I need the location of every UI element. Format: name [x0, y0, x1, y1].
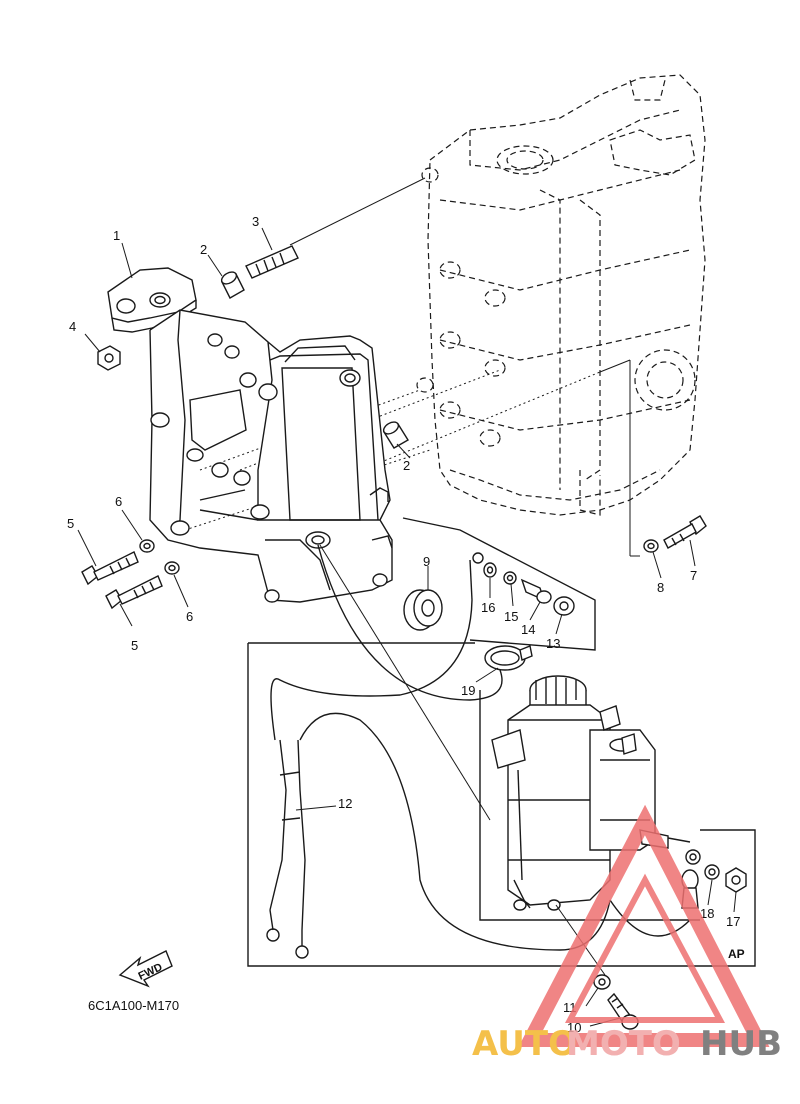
- callout-12: 12: [338, 796, 352, 811]
- callout-10: 10: [567, 1020, 581, 1035]
- upper-mount-bracket: [107, 267, 197, 333]
- callout-6-lower: 6: [186, 609, 193, 624]
- callout-leaders: [77, 227, 737, 1027]
- inset-frame-upper: [402, 517, 596, 651]
- washer-6-upper: [139, 539, 155, 553]
- bolt-5-upper: [81, 551, 139, 586]
- watermark-triangle: [518, 804, 770, 1047]
- washer-18-pair: [685, 849, 720, 880]
- guide-lines: [184, 177, 640, 557]
- bolt-7: [663, 515, 707, 549]
- watermark-moto: MOTO: [566, 1024, 681, 1064]
- callout-2-upper: 2: [200, 242, 207, 257]
- callout-4: 4: [69, 319, 76, 334]
- starter-motor: [491, 675, 691, 911]
- engine-block-dashed: [416, 74, 706, 516]
- watermark-auto: AUTO: [472, 1024, 577, 1064]
- washer-6-lower: [164, 561, 180, 575]
- callout-5-lower: 5: [131, 638, 138, 653]
- washer-11: [593, 974, 611, 990]
- washer-15: [503, 571, 517, 585]
- grommet-13: [553, 596, 575, 616]
- callout-19: 19: [461, 683, 475, 698]
- callout-9: 9: [423, 554, 430, 569]
- callout-15: 15: [504, 609, 518, 624]
- callout-13: 13: [546, 636, 560, 651]
- grommet-9: [403, 589, 443, 631]
- bolt-5-lower: [105, 575, 163, 610]
- callout-14: 14: [521, 622, 535, 637]
- callout-1: 1: [113, 228, 120, 243]
- clamp-19: [484, 645, 533, 671]
- stud-bolt-3: [245, 245, 299, 279]
- fwd-arrow: FWD: [118, 950, 173, 988]
- callout-16: 16: [481, 600, 495, 615]
- bolt-14: [520, 578, 552, 604]
- callout-6-upper: 6: [115, 494, 122, 509]
- inset-frame-main: [247, 642, 756, 967]
- nut-17: [725, 867, 747, 893]
- callout-18: 18: [700, 906, 714, 921]
- washer-16: [483, 562, 497, 578]
- collar-2-upper: [220, 271, 245, 299]
- nut-4: [97, 345, 121, 371]
- watermark-hub: HUB: [700, 1024, 782, 1064]
- main-bracket-plate: [149, 309, 393, 603]
- callout-5-upper: 5: [67, 516, 74, 531]
- callout-numbers: 1 2 3 4 5 5 6 6 2 7 8 9 16 15 14 13 19 1…: [67, 214, 740, 1035]
- terminal-lead: [469, 552, 484, 601]
- callout-8: 8: [657, 580, 664, 595]
- callout-3: 3: [252, 214, 259, 229]
- washer-8: [643, 539, 659, 553]
- ap-label: AP: [728, 947, 745, 961]
- watermark-logo: AUTO MOTO HUB: [472, 804, 782, 1064]
- collar-2-lower: [382, 421, 409, 449]
- callout-17: 17: [726, 914, 740, 929]
- callout-7: 7: [690, 568, 697, 583]
- drawing-code: 6C1A100-M170: [88, 998, 179, 1013]
- callout-2-lower: 2: [403, 458, 410, 473]
